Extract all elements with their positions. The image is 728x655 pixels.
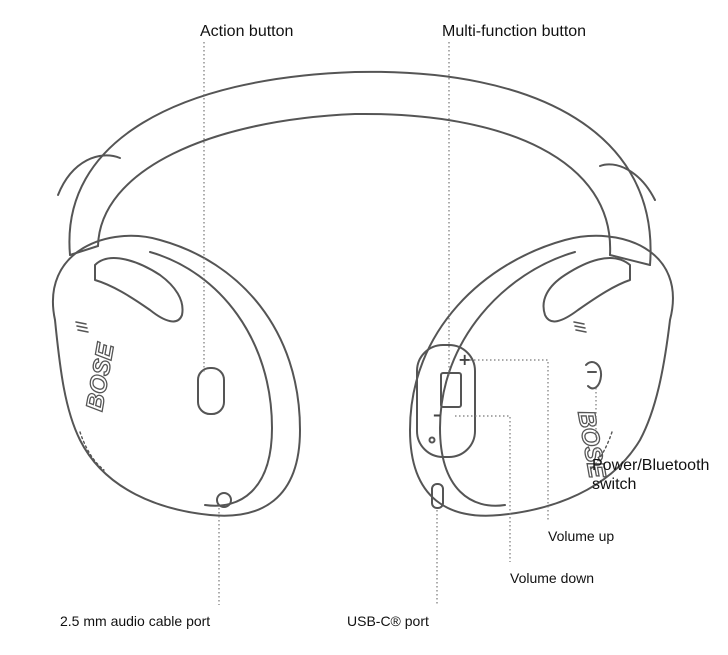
multi-function-button-label: Multi-function button [442, 23, 587, 40]
power-bluetooth-switch-label: Power/Bluetooth switch [592, 457, 710, 494]
action-button-shape [197, 367, 225, 415]
audio-cable-port-label: 2.5 mm audio cable port [60, 613, 211, 629]
leader-volume-down [455, 415, 511, 562]
headband [57, 70, 656, 266]
audio-cable-port-shape [216, 492, 232, 508]
usb-c-port-label: USB-C® port [347, 613, 429, 629]
power-bluetooth-switch-shape [585, 361, 603, 390]
action-button-label: Action button [200, 23, 294, 40]
leader-volume-up [470, 359, 549, 520]
usb-c-port-shape [431, 483, 444, 509]
left-earcup [52, 234, 301, 517]
volume-control-strip [416, 344, 476, 458]
volume-up-icon: + [458, 350, 471, 369]
volume-down-label: Volume down [510, 570, 595, 586]
volume-down-icon: – [433, 405, 441, 424]
left-bose-logo: BOSE [81, 340, 120, 413]
right-earcup [409, 234, 674, 517]
volume-up-label: Volume up [548, 528, 615, 544]
